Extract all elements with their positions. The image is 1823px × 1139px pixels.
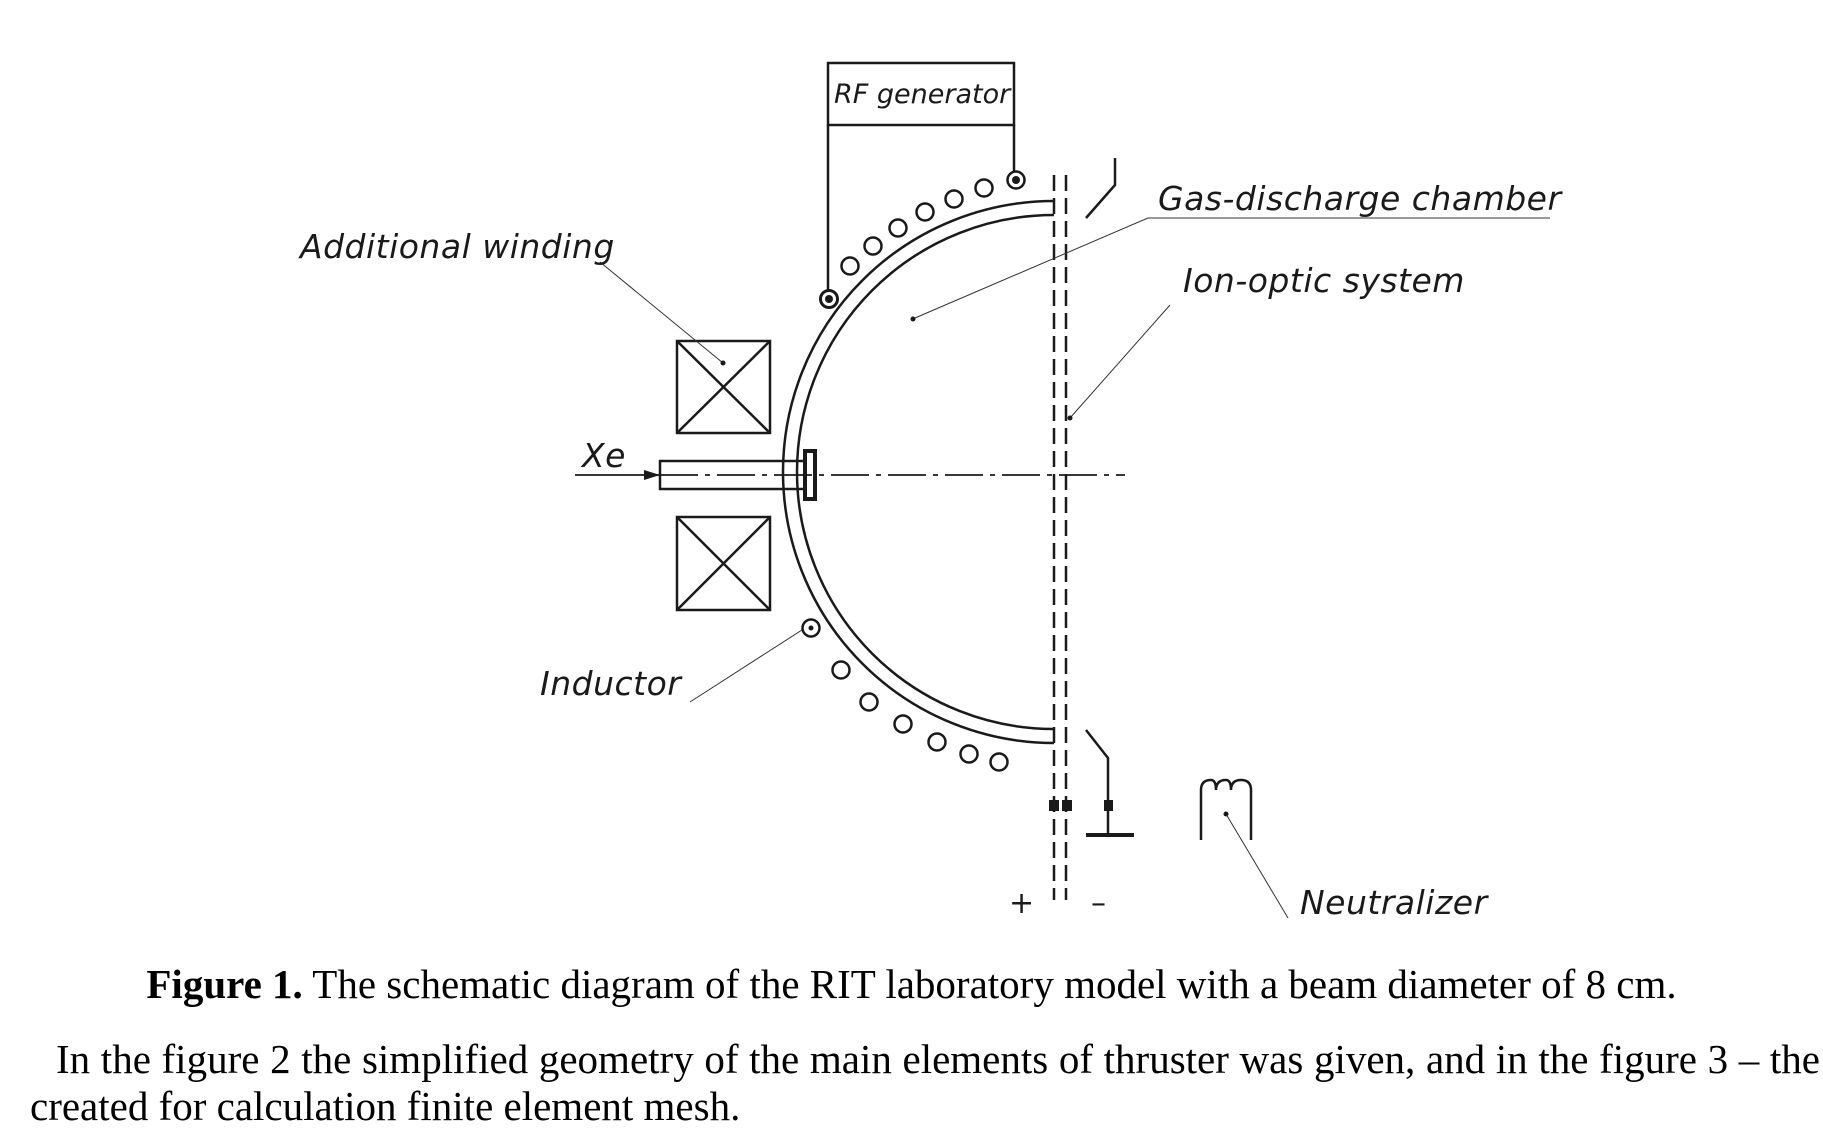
coil-turn bbox=[888, 218, 908, 238]
rf-generator-box bbox=[826, 61, 1016, 127]
leader-inductor bbox=[689, 627, 806, 703]
coil-turn bbox=[831, 660, 851, 680]
grid-terminal-1 bbox=[1049, 800, 1059, 811]
gas-discharge-chamber-label: Gas-discharge chamber bbox=[1158, 179, 1563, 218]
coil-turn bbox=[893, 714, 913, 734]
ground-terminal bbox=[1104, 800, 1113, 811]
leader-additional-winding bbox=[599, 261, 724, 364]
additional-winding-upper bbox=[675, 339, 772, 435]
bottom-bracket bbox=[1085, 729, 1110, 835]
gas-discharge-chamber-inner bbox=[795, 213, 1055, 731]
gas-discharge-chamber-outer bbox=[781, 199, 1055, 745]
inductor-label: Inductor bbox=[540, 664, 683, 703]
coil-turn bbox=[959, 744, 979, 764]
minus-sign: – bbox=[1091, 886, 1106, 921]
figure-caption-label: Figure 1. bbox=[146, 961, 303, 1007]
coil-turn bbox=[989, 752, 1009, 772]
figure-caption-text: The schematic diagram of the RIT laborat… bbox=[302, 961, 1677, 1007]
additional-winding-label: Additional winding bbox=[298, 227, 615, 266]
rf-generator-label: RF generator bbox=[834, 79, 1012, 110]
coil-turn bbox=[944, 189, 964, 209]
figure-caption: Figure 1. The schematic diagram of the R… bbox=[0, 960, 1823, 1008]
gas-inlet-flange bbox=[803, 449, 817, 501]
neutralizer-coil bbox=[1199, 778, 1253, 840]
xe-label: Xe bbox=[580, 436, 626, 475]
leader-neutralizer bbox=[1225, 813, 1289, 919]
coil-turn bbox=[863, 236, 883, 256]
top-bracket bbox=[1085, 158, 1117, 219]
neutralizer-label: Neutralizer bbox=[1300, 883, 1490, 922]
rit-schematic-diagram: RF generator Gas-discharge chamber Ion-o… bbox=[298, 61, 1563, 922]
leader-gas-discharge bbox=[914, 217, 1550, 319]
body-paragraph: In the figure 2 the simplified geometry … bbox=[30, 1036, 1820, 1129]
coil-turn bbox=[974, 178, 994, 198]
additional-winding-lower bbox=[675, 515, 772, 612]
leader-ion-optic bbox=[1069, 304, 1171, 419]
xe-arrow-head bbox=[644, 470, 660, 480]
ion-optic-system-label: Ion-optic system bbox=[1183, 261, 1465, 300]
grid-terminal-2 bbox=[1062, 800, 1072, 811]
coil-turn bbox=[915, 202, 935, 222]
coil-turn bbox=[859, 692, 879, 712]
coil-turn bbox=[927, 732, 947, 752]
coil-turn bbox=[840, 256, 860, 276]
plus-sign: + bbox=[1009, 886, 1034, 921]
